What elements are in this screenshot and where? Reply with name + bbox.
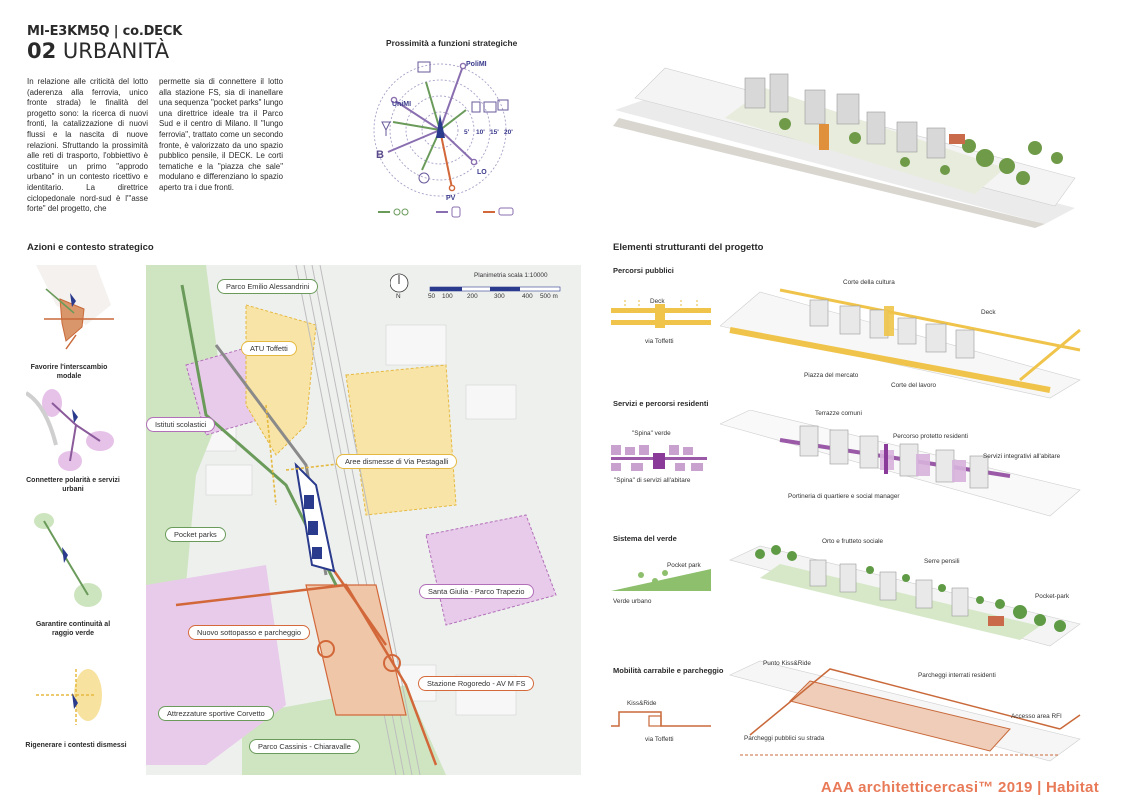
label-unimi: UniMI [392, 101, 411, 108]
servizi-label-percorso: Percorso protetto residenti [893, 433, 968, 440]
servizi-title: Servizi e percorsi residenti [613, 399, 709, 408]
servizi-schema [611, 445, 707, 471]
elements-heading: Elementi strutturanti del progetto [613, 242, 764, 253]
train-icon [498, 207, 514, 216]
servizi-label-terrazze: Terrazze comuni [815, 410, 862, 417]
percorsi-axo [720, 288, 1081, 399]
servizi-label-portineria: Portineria di quartiere e social manager [788, 493, 900, 500]
scale-tick: 500 m [540, 293, 558, 300]
scale-tick: 400 [522, 293, 533, 300]
footer-credit: AAA architetticercasi™ 2019 | Habitat [820, 779, 1099, 796]
percorsi-label-corte-cultura: Corte della cultura [843, 279, 895, 286]
glass-icon [381, 121, 391, 136]
ring-10: 10' [476, 129, 485, 136]
strategy-label-1: Favorire l'interscambio modale [30, 364, 108, 380]
scale-tick: 200 [467, 293, 478, 300]
amenity-icons [381, 61, 509, 184]
mode-legend [378, 206, 514, 218]
verde-schema [611, 569, 711, 591]
page-title: 02 URBANITÀ [27, 39, 169, 63]
strategy-label-2: Connettere polarità e servizi urbani [26, 477, 120, 493]
section-title: URBANITÀ [62, 39, 170, 63]
strategy-label-3: Garantire continuità al raggio verde [35, 621, 111, 637]
percorsi-title: Percorsi pubblici [613, 266, 674, 275]
book-icon [497, 99, 509, 111]
metro-icon [451, 206, 461, 218]
map-label-istituti-scolastici: Istituti scolastici [146, 417, 216, 432]
map-label-pocket-parks: Pocket parks [165, 527, 226, 542]
deck-accent [819, 124, 829, 150]
section-number: 02 [27, 39, 57, 63]
percorsi-label-corte-lavoro: Corte del lavoro [891, 382, 937, 389]
verde-pocket: Pocket park [667, 562, 701, 569]
north-label: N [396, 293, 401, 300]
percorsi-label-piazza-mercato: Piazza del mercato [804, 372, 859, 379]
strategy-label-4: Rigenerare i contesti dismessi [25, 742, 127, 749]
mobilita-schema [611, 711, 711, 727]
map-label-attrezzature-corvetto: Attrezzature sportive Corvetto [158, 706, 274, 721]
project-code: MI-E3KM5Q | co.DECK [27, 24, 183, 39]
servizi-axo [720, 410, 1081, 517]
scale-tick: 50 [428, 293, 436, 300]
verde-urbano: Verde urbano [613, 598, 652, 605]
map-label-parco-alessandrini: Parco Emilio Alessandrini [217, 279, 319, 294]
mobilita-label-parcheggi-interrati: Parcheggi interrati residenti [918, 672, 996, 679]
percorsi-via: via Toffetti [645, 338, 674, 345]
intro-text-col1: In relazione alle criticità del lotto (a… [27, 77, 148, 214]
ring-5: 5' [464, 129, 470, 136]
percorsi-deck: Deck [650, 298, 665, 305]
mobilita-title: Mobilità carrabile e parcheggio [613, 666, 724, 675]
percorsi-label-deck: Deck [981, 309, 996, 316]
mobilita-label-kiss-ride: Punto Kiss&Ride [763, 660, 811, 667]
scale-tick: 300 [494, 293, 505, 300]
map-label-parco-cassinis: Parco Cassinis - Chiaravalle [249, 739, 360, 754]
shopping-icon [471, 101, 481, 113]
strategy-diagrams [26, 265, 114, 725]
map-label-nuovo-sottopasso: Nuovo sottopasso e parcheggio [188, 625, 310, 640]
mobilita-axo [729, 660, 1081, 762]
map-label-aree-dismesse: Aree dismesse di Via Pestagalli [336, 454, 458, 469]
servizi-spina-verde: "Spina" verde [632, 430, 671, 437]
tree-icon [418, 172, 430, 184]
ring-20: 20' [504, 129, 513, 136]
scale-label: Planimetria scala 1:10000 [474, 272, 548, 279]
verde-axo [729, 545, 1081, 647]
mobilita-label-parcheggi-pubblici: Parcheggi pubblici su strada [744, 735, 825, 742]
calendar-icon [483, 101, 497, 113]
servizi-label-integrativi: Servizi integrativi all'abitare [983, 453, 1061, 460]
museum-icon [417, 61, 431, 73]
proximity-diagram: PoliMI UniMI LO PV B 5' 10' 15' 20' [373, 61, 514, 218]
percorsi-schema [611, 298, 711, 328]
strategic-map [146, 265, 581, 775]
actions-heading: Azioni e contesto strategico [27, 242, 154, 253]
label-lo: LO [477, 169, 487, 176]
verde-label-pocket-park: Pocket-park [1035, 593, 1070, 600]
label-polimi: PoliMI [466, 61, 487, 68]
map-label-atu-toffetti: ATU Toffetti [241, 341, 297, 356]
label-pv: PV [446, 195, 456, 202]
intro-text-col2: permette sia di connettere il lotto alla… [159, 77, 283, 192]
servizi-spina-servizi: "Spina" di servizi all'abitare [614, 477, 691, 484]
verde-label-serre: Serre pensili [924, 558, 960, 565]
axonometric-view [613, 67, 1076, 228]
ring-15: 15' [490, 129, 499, 136]
proximity-title: Prossimità a funzioni strategiche [386, 38, 518, 48]
mobilita-via: via Toffetti [645, 736, 674, 743]
map-label-stazione-rogoredo: Stazione Rogoredo - AV M FS [418, 676, 535, 691]
verde-label-orto: Orto e frutteto sociale [822, 538, 884, 545]
bicycle-icon [393, 208, 401, 216]
scale-tick: 100 [442, 293, 453, 300]
label-b: B [376, 149, 384, 161]
map-label-santa-giulia: Santa Giulia - Parco Trapezio [419, 584, 534, 599]
verde-title: Sistema del verde [613, 534, 677, 543]
mobilita-kiss: Kiss&Ride [627, 700, 657, 707]
mobilita-label-accesso-rfi: Accesso area RFI [1011, 713, 1062, 720]
